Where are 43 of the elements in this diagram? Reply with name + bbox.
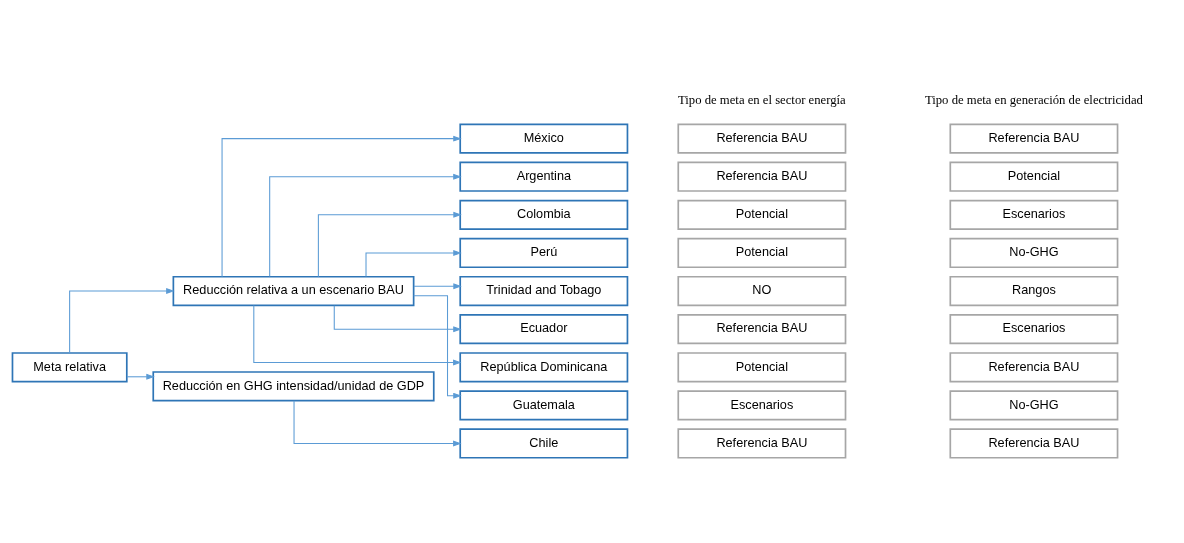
node-box: Referencia BAU [949,351,1119,382]
label: Tipo de meta en el sector energía [678,92,846,107]
arrow [221,135,462,277]
node-box: Referencia BAU [949,427,1119,459]
label: Tipo de meta en generación de electricidad [924,92,1143,107]
node-box: Reducción relativa a un escenario BAU [172,275,415,306]
node-box: Referencia BAU [677,123,847,154]
node-box: Escenarios [949,313,1119,344]
node-box: Meta relativa [11,351,128,382]
arrow [333,304,462,332]
node-box: No-GHG [949,389,1119,420]
node-box: Trinidad and Tobago [459,275,629,306]
node-box: Argentina [459,161,629,192]
node-box: Guatemala [459,389,629,420]
node-box: Escenarios [677,389,847,420]
node-box: No-GHG [949,237,1119,268]
node-box: Potencial [677,237,847,268]
node-box: Referencia BAU [677,313,847,344]
node-box: Potencial [949,161,1119,192]
arrow [365,249,462,277]
node-box: Rangos [949,275,1119,306]
arrow [317,211,462,277]
node-box: Potencial [677,199,847,230]
node-box: Colombia [459,199,629,230]
node-box: Referencia BAU [677,427,847,459]
node-box: Referencia BAU [677,161,847,192]
arrow [413,294,462,399]
node-box: Ecuador [459,313,629,344]
node-box: Referencia BAU [949,123,1119,154]
arrow [253,304,462,365]
node-box: Perú [459,237,629,268]
arrow [413,282,462,289]
node-box: Chile [459,427,629,459]
node-box: República Dominicana [459,351,629,382]
node-box: Potencial [677,351,847,382]
arrow [293,399,462,446]
node-box: Reducción en GHG intensidad/unidad de GDP [152,370,435,401]
arrow [69,287,175,353]
node-box: México [459,123,629,154]
node-box: NO [677,275,847,306]
arrow [126,373,155,380]
node-box: Escenarios [949,199,1119,230]
arrow [269,173,462,277]
